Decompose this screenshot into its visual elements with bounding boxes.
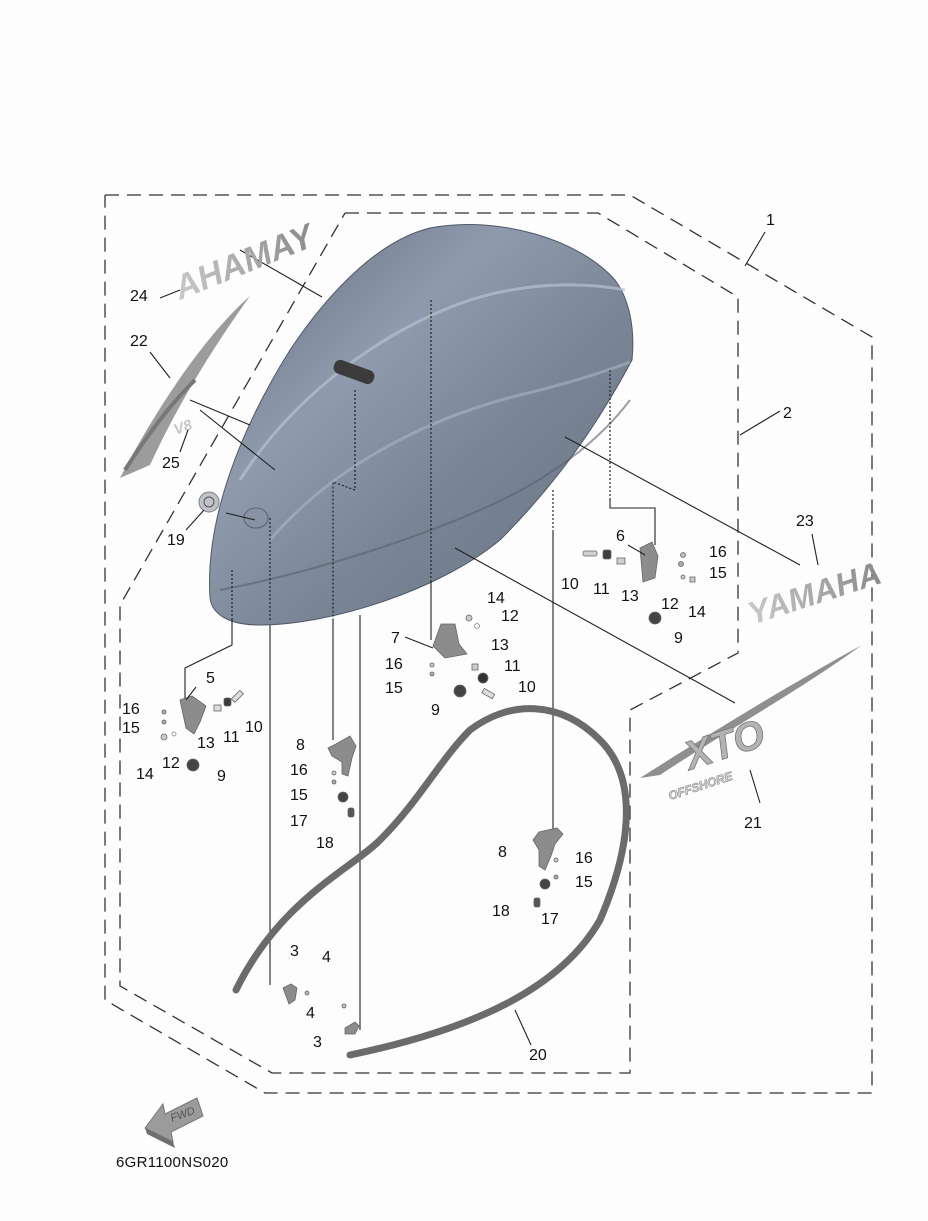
callout-6: 6	[616, 528, 625, 545]
callout-14: 14	[487, 590, 505, 607]
callout-18: 18	[492, 903, 510, 920]
callout-16: 16	[385, 656, 403, 673]
seal-20	[232, 705, 630, 1059]
callout-13: 13	[491, 637, 509, 654]
callout-3: 3	[290, 943, 299, 960]
callout-2: 2	[783, 405, 792, 422]
emblem-19	[198, 491, 220, 513]
callout-12: 12	[661, 596, 679, 613]
decal-v8-25: V8	[172, 416, 196, 438]
vent-grille	[333, 359, 375, 385]
callout-5: 5	[206, 670, 215, 687]
callout-leaders	[149, 231, 819, 1046]
callout-19: 19	[167, 532, 185, 549]
fwd-arrow-icon: FWD	[144, 1097, 204, 1148]
callout-8: 8	[296, 737, 305, 754]
callout-4: 4	[306, 1005, 315, 1022]
callout-8: 8	[498, 844, 507, 861]
callout-14: 14	[136, 766, 154, 783]
callout-15: 15	[122, 720, 140, 737]
callout-16: 16	[290, 762, 308, 779]
callout-11: 11	[504, 658, 521, 675]
callout-16: 16	[575, 850, 593, 867]
callout-10: 10	[561, 576, 579, 593]
callout-21: 21	[744, 815, 762, 832]
callout-25: 25	[162, 455, 180, 472]
guide-lines	[184, 249, 801, 1030]
callout-12: 12	[501, 608, 519, 625]
callout-1: 1	[766, 212, 775, 229]
svg-text:V8: V8	[172, 416, 196, 438]
callout-17: 17	[290, 813, 308, 830]
callout-15: 15	[385, 680, 403, 697]
callout-16: 16	[122, 701, 140, 718]
callout-9: 9	[217, 768, 226, 785]
svg-text:YAMAHA: YAMAHA	[743, 555, 885, 632]
callout-9: 9	[674, 630, 683, 647]
svg-text:XTO: XTO	[677, 712, 770, 780]
callout-22: 22	[130, 333, 148, 350]
callout-11: 11	[593, 581, 610, 598]
callout-15: 15	[709, 565, 727, 582]
decal-dts-stripe-22	[120, 296, 250, 478]
hardware-parts	[160, 541, 696, 1035]
callout-11: 11	[223, 729, 240, 746]
callout-15: 15	[290, 787, 308, 804]
callout-20: 20	[529, 1047, 547, 1064]
callout-18: 18	[316, 835, 334, 852]
callout-15: 15	[575, 874, 593, 891]
decal-yamaha-23: YAMAHA	[743, 555, 885, 632]
callout-16: 16	[709, 544, 727, 561]
top-cowling-shell	[209, 224, 634, 626]
callout-3: 3	[313, 1034, 322, 1051]
callout-23: 23	[796, 513, 814, 530]
callout-13: 13	[197, 735, 215, 752]
callout-14: 14	[688, 604, 706, 621]
drawing-code: 6GR1100NS020	[116, 1154, 229, 1171]
callout-17: 17	[541, 911, 559, 928]
assembly-2-boundary	[119, 212, 739, 1074]
callout-labels: 1 2 24 22 25 19 23 6 16 15 10 11 13 12 1…	[122, 212, 814, 1064]
callout-10: 10	[518, 679, 536, 696]
callout-9: 9	[431, 702, 440, 719]
callout-13: 13	[621, 588, 639, 605]
callout-10: 10	[245, 719, 263, 736]
callout-4: 4	[322, 949, 331, 966]
callout-24: 24	[130, 288, 148, 305]
callout-7: 7	[391, 630, 400, 647]
callout-12: 12	[162, 755, 180, 772]
dotted-guides	[231, 300, 611, 622]
